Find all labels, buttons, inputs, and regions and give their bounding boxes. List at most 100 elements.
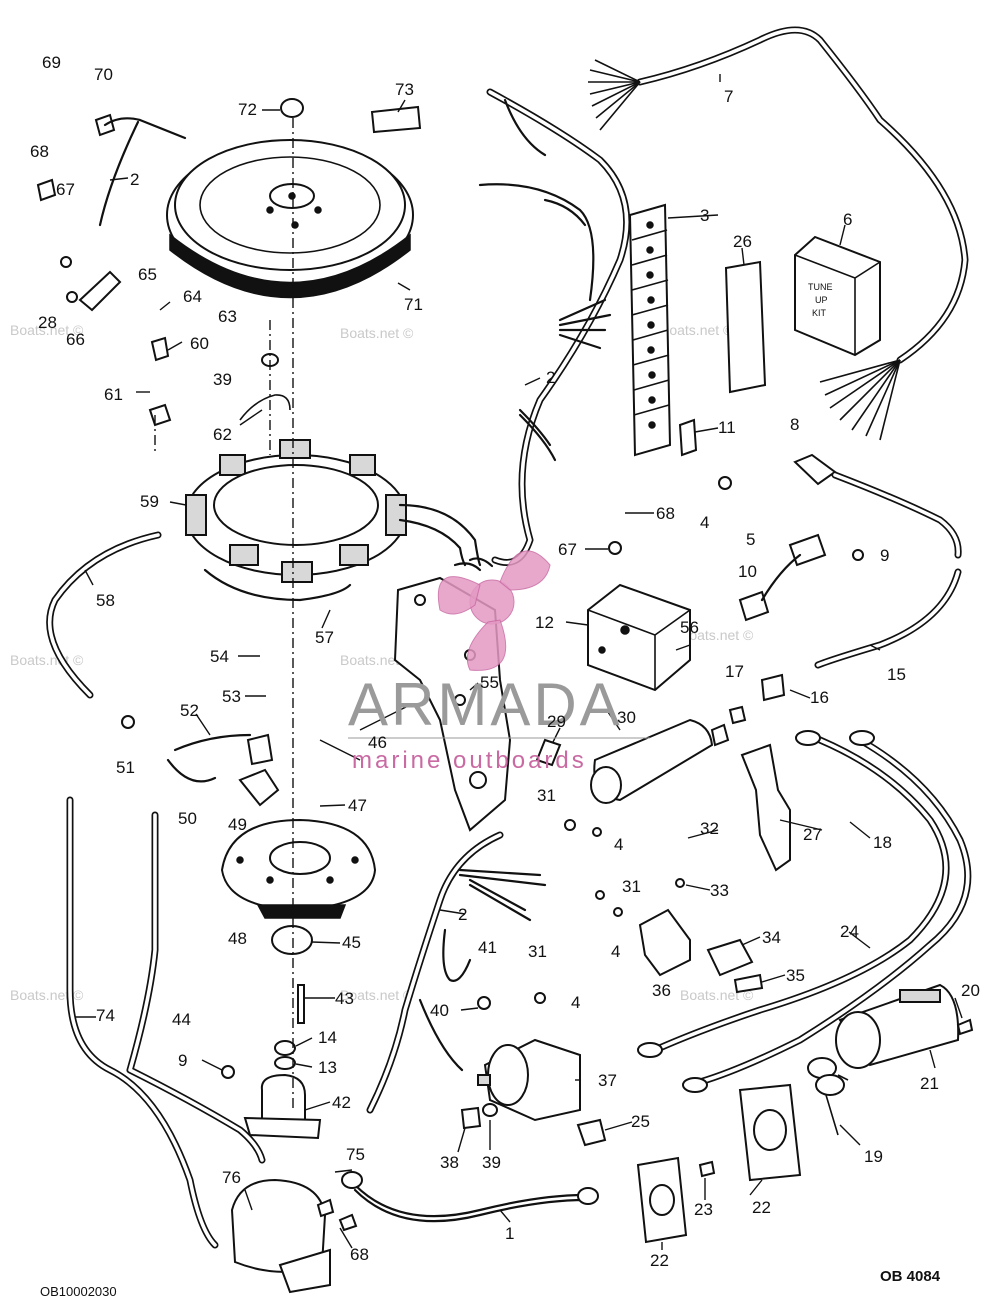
callout-65: 65 <box>138 265 157 284</box>
callout-25: 25 <box>631 1112 650 1131</box>
callout-63: 63 <box>218 307 237 326</box>
callout-4: 4 <box>571 993 580 1012</box>
tune-up-kit-label: TUNE <box>808 282 833 292</box>
callout-39: 39 <box>482 1153 501 1172</box>
ignition-switch-21 <box>835 983 960 1069</box>
callout-5: 5 <box>746 530 755 549</box>
callout-74: 74 <box>96 1006 115 1025</box>
callout-64: 64 <box>183 287 202 306</box>
callout-46: 46 <box>368 733 387 752</box>
callout-30: 30 <box>617 708 636 727</box>
logo-tagline: marine outboards <box>352 747 587 774</box>
callout-35: 35 <box>786 966 805 985</box>
callout-33: 33 <box>710 881 729 900</box>
coil-42 <box>243 1073 322 1140</box>
callout-59: 59 <box>140 492 159 511</box>
callout-19: 19 <box>864 1147 883 1166</box>
callout-10: 10 <box>738 562 757 581</box>
armada-logo: ARMADA marine outboards <box>348 550 650 774</box>
ignition-key-19 <box>807 1057 849 1136</box>
wire-harness-7 <box>588 26 969 441</box>
propeller-icon <box>437 550 551 671</box>
callout-67: 67 <box>558 540 577 559</box>
callout-54: 54 <box>210 647 229 666</box>
mounting-plate-22 <box>636 1083 802 1244</box>
callout-11: 11 <box>718 418 736 437</box>
stator-59 <box>185 439 482 602</box>
callout-4: 4 <box>614 835 623 854</box>
callout-62: 62 <box>213 425 232 444</box>
watermark-text: Boats.net © <box>10 987 84 1003</box>
callout-31: 31 <box>622 877 641 896</box>
callout-47: 47 <box>348 796 367 815</box>
rectifier-12 <box>587 583 691 692</box>
callout-28: 28 <box>38 313 57 332</box>
callout-23: 23 <box>694 1200 713 1219</box>
callout-31: 31 <box>528 942 547 961</box>
callout-29: 29 <box>547 712 566 731</box>
callout-57: 57 <box>315 628 334 647</box>
terminal-block-3 <box>628 203 698 457</box>
callout-22: 22 <box>752 1198 771 1217</box>
callout-1: 1 <box>505 1224 514 1243</box>
callout-76: 76 <box>222 1168 241 1187</box>
callout-58: 58 <box>96 591 115 610</box>
switch-bracket-36 <box>638 908 764 994</box>
callout-18: 18 <box>873 833 892 852</box>
callout-13: 13 <box>318 1058 337 1077</box>
callout-27: 27 <box>803 825 822 844</box>
callout-38: 38 <box>440 1153 459 1172</box>
callout-8: 8 <box>790 415 799 434</box>
callout-49: 49 <box>228 815 247 834</box>
callout-9: 9 <box>880 546 889 565</box>
solenoid-37 <box>477 1038 581 1122</box>
callout-4: 4 <box>611 942 620 961</box>
callout-24: 24 <box>840 922 859 941</box>
diagram-code-left: OB10002030 <box>40 1284 117 1299</box>
diagram-code-right: OB 4084 <box>880 1268 941 1285</box>
tune-up-kit-label: UP <box>815 295 828 305</box>
callout-7: 7 <box>724 87 733 106</box>
hardware <box>36 98 974 1232</box>
starter-motor-30 <box>590 718 730 804</box>
watermark-text: Boats.net © <box>10 322 84 338</box>
ground-cable-1 <box>341 1171 599 1223</box>
tune-up-kit-label: KIT <box>812 308 827 318</box>
callout-75: 75 <box>346 1145 365 1164</box>
lead-58 <box>46 531 162 699</box>
callout-3: 3 <box>700 206 709 225</box>
callout-51: 51 <box>116 758 135 777</box>
coil-76 <box>230 1178 331 1294</box>
tune-up-kit-6: TUNE UP KIT <box>794 235 881 357</box>
callout-45: 45 <box>342 933 361 952</box>
leader-lines <box>75 74 963 1250</box>
callout-22: 22 <box>650 1251 669 1270</box>
callout-55: 55 <box>480 673 499 692</box>
callout-68: 68 <box>656 504 675 523</box>
callout-6: 6 <box>843 210 852 229</box>
callout-60: 60 <box>190 334 209 353</box>
callout-26: 26 <box>733 232 752 251</box>
callout-4: 4 <box>700 513 709 532</box>
callout-48: 48 <box>228 929 247 948</box>
spark-plug-lead-8-15 <box>793 453 962 669</box>
callout-67: 67 <box>56 180 75 199</box>
callout-14: 14 <box>318 1028 337 1047</box>
callout-71: 71 <box>404 295 423 314</box>
watermark-layer: Boats.net © Boats.net © Boats.net © Boat… <box>10 322 754 1003</box>
watermark-text: Boats.net © <box>680 987 754 1003</box>
callout-17: 17 <box>725 662 744 681</box>
callout-16: 16 <box>810 688 829 707</box>
callout-52: 52 <box>180 701 199 720</box>
callout-50: 50 <box>178 809 197 828</box>
callout-20: 20 <box>961 981 980 1000</box>
callout-12: 12 <box>535 613 554 632</box>
callout-2: 2 <box>130 170 139 189</box>
cable-74 <box>66 796 266 1249</box>
battery-cables-24 <box>637 730 972 1093</box>
logo-wordmark: ARMADA <box>348 671 623 738</box>
callout-43: 43 <box>335 989 354 1008</box>
callout-41: 41 <box>478 938 497 957</box>
callout-53: 53 <box>222 687 241 706</box>
